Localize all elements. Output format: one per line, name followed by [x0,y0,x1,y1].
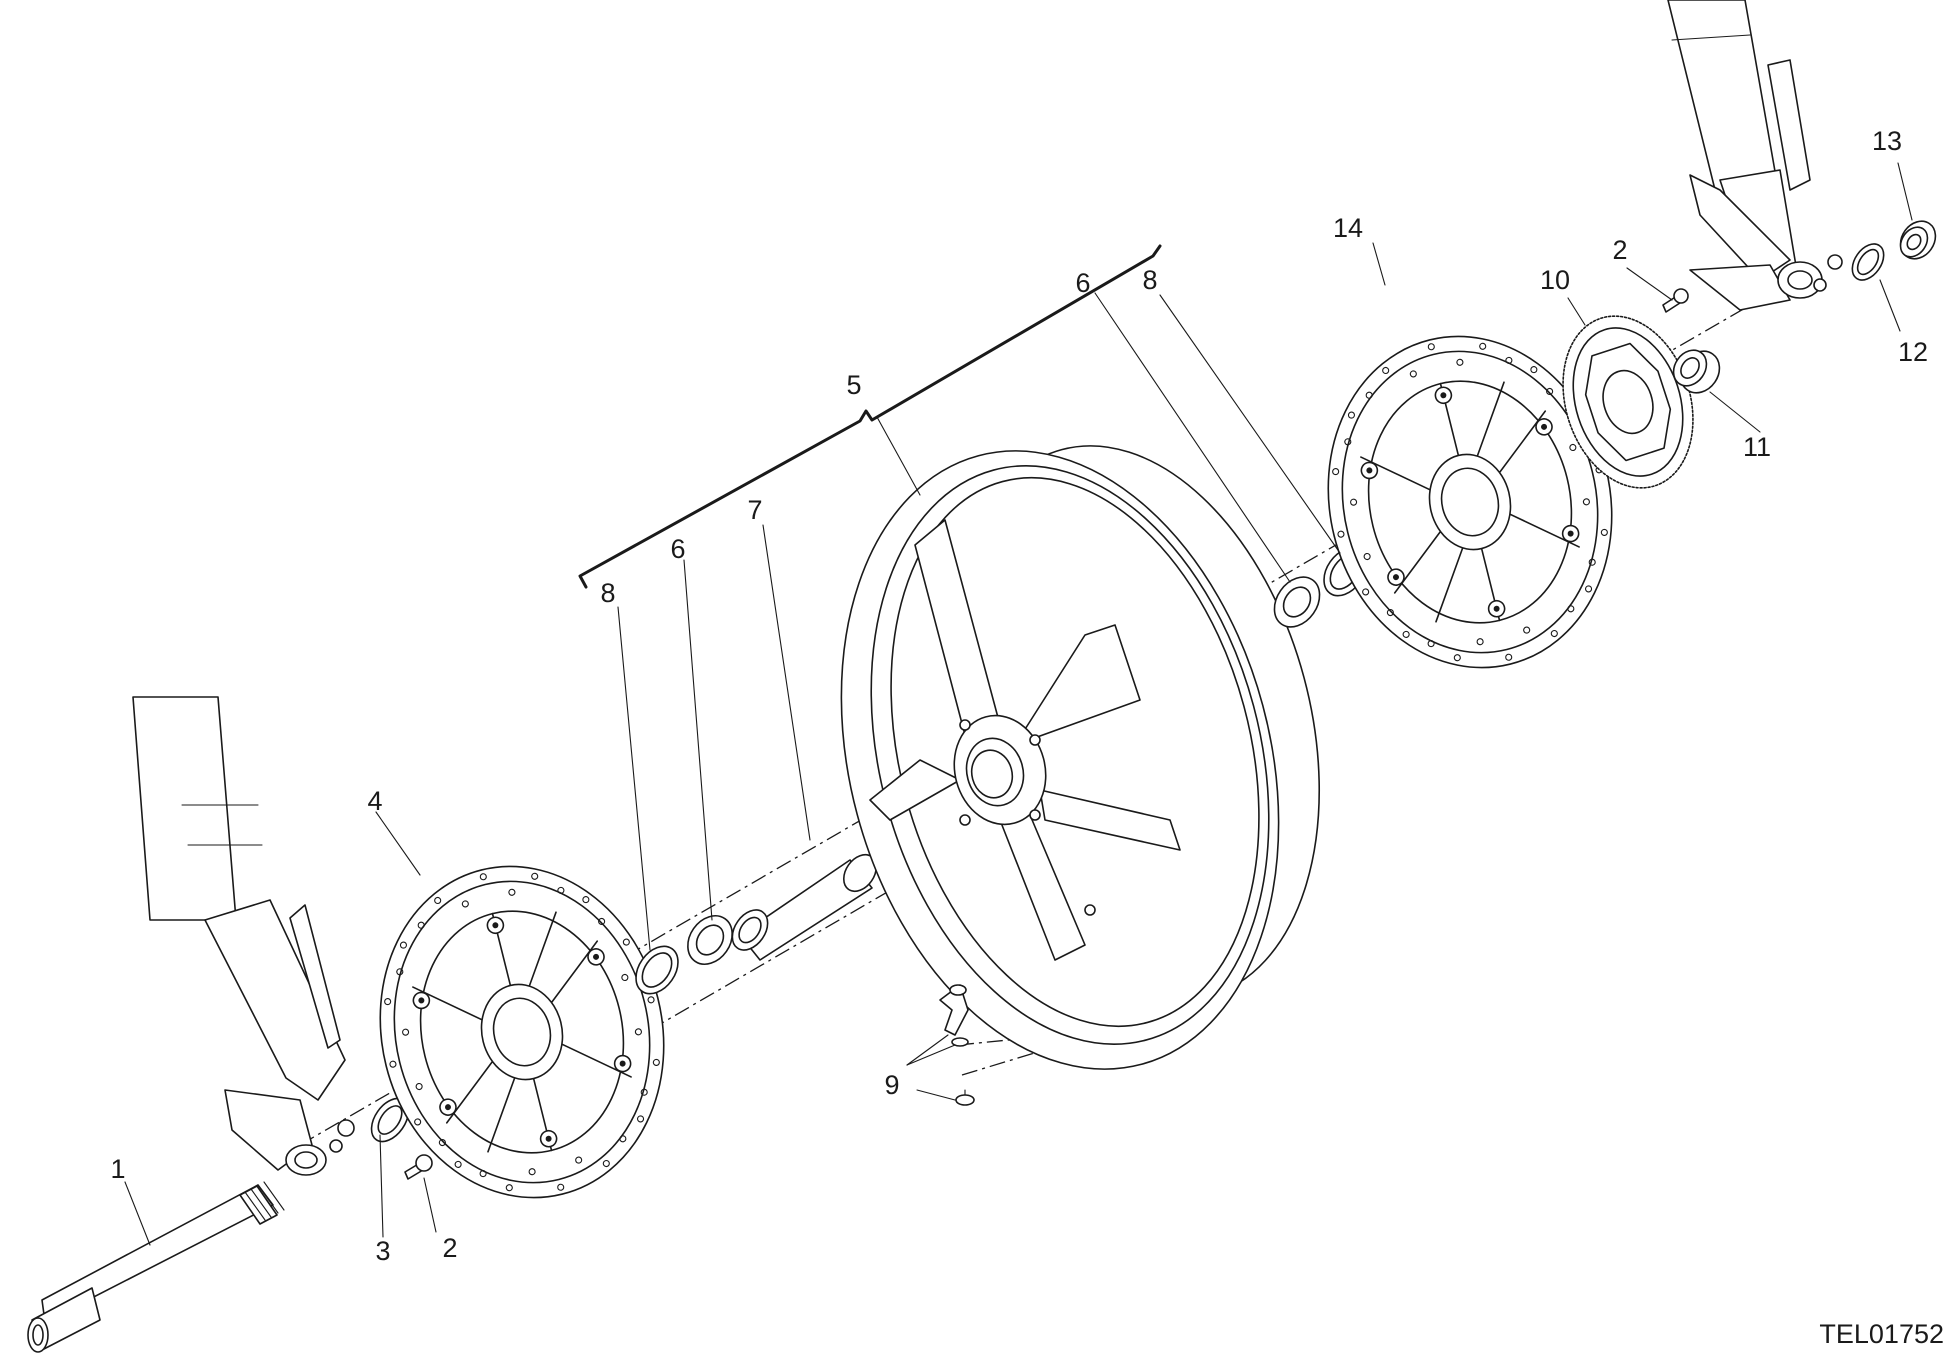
part-11-right-spacer [1672,349,1721,394]
part-12-o-ring [1851,243,1885,281]
wheel-assembly-bracket [578,244,1162,589]
callout-6-right: 6 [1075,268,1090,298]
callout-6-left: 6 [670,534,685,564]
callout-13: 13 [1872,126,1902,156]
wheel-spokes [869,519,1181,961]
callout-8-right: 8 [1142,265,1157,295]
left-disc-holes [384,872,660,1192]
part-14-right-brake-disc [1327,335,1613,669]
part-2-right-bolt [1662,288,1689,313]
part-1-front-axle [27,1181,285,1353]
callout-labels: 1 3 2 4 8 6 7 5 6 8 14 10 2 11 12 13 9 [110,126,1928,1266]
callout-4: 4 [367,786,382,816]
part-6-right-bearing [1273,576,1321,628]
callout-12: 12 [1898,337,1928,367]
callout-14: 14 [1333,213,1363,243]
left-fork-leg [132,696,355,1176]
callout-2-right: 2 [1612,235,1627,265]
part-2-left-bolt [404,1154,433,1180]
part-3-left-spacer [370,1097,410,1143]
callout-3: 3 [375,1236,390,1266]
part-5-front-wheel [840,445,1321,1070]
part-10-abs-tone-ring [1562,315,1694,489]
callout-5: 5 [846,370,861,400]
callout-2-left: 2 [442,1233,457,1263]
callout-8-left: 8 [600,578,615,608]
left-disc-floaters [412,916,632,1148]
part-8-left-oil-seal [635,945,679,995]
leader-lines [124,162,1913,1246]
part-7-hub-spacer-tube [731,853,878,961]
part-4-left-brake-disc [379,865,665,1199]
right-disc-floaters [1360,386,1580,618]
part-9-valve-parts [939,984,975,1106]
part-13-axle-nut [1899,220,1937,260]
drawing-reference-code: TEL01752 [1819,1319,1944,1349]
right-disc-holes [1332,342,1608,662]
callout-9: 9 [884,1070,899,1100]
part-6-left-bearing [687,915,733,965]
callout-11: 11 [1743,432,1771,462]
callout-10: 10 [1540,265,1570,295]
callout-7: 7 [747,495,762,525]
callout-1: 1 [110,1154,125,1184]
right-fork-leg [1667,0,1843,311]
